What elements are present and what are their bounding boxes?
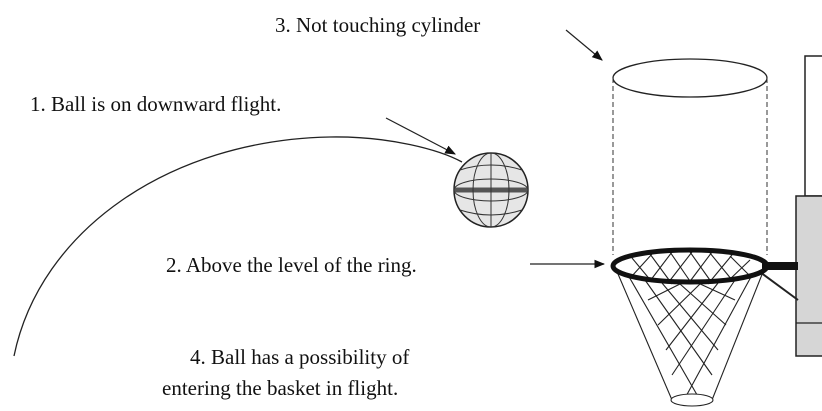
arrow-label-3 xyxy=(565,29,603,61)
arrow-label-1 xyxy=(385,117,456,155)
label-2: 2. Above the level of the ring. xyxy=(166,253,417,277)
label-1: 1. Ball is on downward flight. xyxy=(30,92,281,116)
basket-net xyxy=(614,251,766,407)
ring-bracket xyxy=(762,262,798,270)
basketball xyxy=(453,152,529,228)
label-4-line-1: 4. Ball has a possibility of xyxy=(190,345,409,369)
label-3: 3. Not touching cylinder xyxy=(275,13,480,37)
basket-rim xyxy=(610,247,770,285)
backboard xyxy=(759,55,822,357)
label-4-line-2: entering the basket in flight. xyxy=(162,376,398,400)
ball-trajectory xyxy=(13,136,463,357)
imaginary-cylinder xyxy=(612,58,768,255)
